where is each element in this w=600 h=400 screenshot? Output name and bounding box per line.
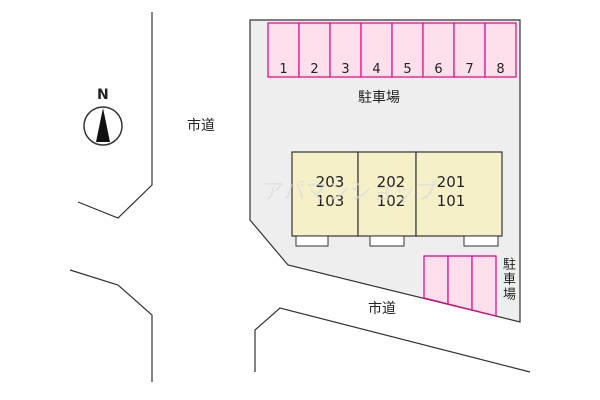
building-unit-block bbox=[291, 151, 359, 237]
building bbox=[291, 151, 503, 247]
compass-needle-icon bbox=[96, 108, 110, 142]
parking-slot-number: 4 bbox=[372, 62, 380, 77]
road-edge-upper-left bbox=[77, 12, 153, 219]
parking-slot bbox=[484, 22, 517, 78]
building-unit-block bbox=[357, 151, 417, 237]
parking-slot-number: 7 bbox=[465, 62, 473, 77]
unit-number-upper: 201 bbox=[436, 173, 466, 191]
parking-slot-number: 3 bbox=[341, 62, 349, 77]
parking-slot-number: 1 bbox=[279, 62, 287, 77]
unit-number-upper: 203 bbox=[315, 173, 345, 191]
unit-number-lower: 101 bbox=[436, 192, 466, 210]
balcony bbox=[463, 235, 499, 247]
road-label-upper: 市道 bbox=[187, 118, 215, 134]
parking-bottom-label: 駐車場 bbox=[500, 257, 515, 302]
parking-top-slots: 1 2 3 4 5 6 7 8 bbox=[267, 22, 517, 78]
road-edge-lower-left bbox=[69, 269, 153, 382]
road-edge-lower-right bbox=[254, 307, 531, 373]
parking-slot-number: 5 bbox=[403, 62, 411, 77]
parking-bottom-slot bbox=[447, 255, 473, 311]
watermark: アパマンショップ bbox=[262, 180, 438, 205]
unit-number-lower: 102 bbox=[376, 192, 406, 210]
parking-bottom-slot bbox=[471, 255, 497, 317]
parking-bottom-slots bbox=[423, 255, 497, 317]
unit-number-lower: 103 bbox=[315, 192, 345, 210]
parking-top-label: 駐車場 bbox=[358, 90, 400, 106]
balcony bbox=[295, 235, 329, 247]
parking-slot bbox=[267, 22, 300, 78]
parking-slot-number: 6 bbox=[434, 62, 442, 77]
compass-north-label: N bbox=[97, 87, 109, 103]
parking-slot-number: 8 bbox=[496, 62, 504, 77]
parking-slot bbox=[391, 22, 424, 78]
balcony bbox=[369, 235, 405, 247]
parking-slot-number: 2 bbox=[310, 62, 318, 77]
parking-bottom-slot bbox=[423, 255, 449, 305]
parking-slot bbox=[453, 22, 486, 78]
parking-slot bbox=[329, 22, 362, 78]
compass bbox=[83, 106, 123, 146]
road-label-lower: 市道 bbox=[368, 301, 396, 317]
building-unit-block bbox=[415, 151, 503, 237]
unit-number-upper: 202 bbox=[376, 173, 406, 191]
